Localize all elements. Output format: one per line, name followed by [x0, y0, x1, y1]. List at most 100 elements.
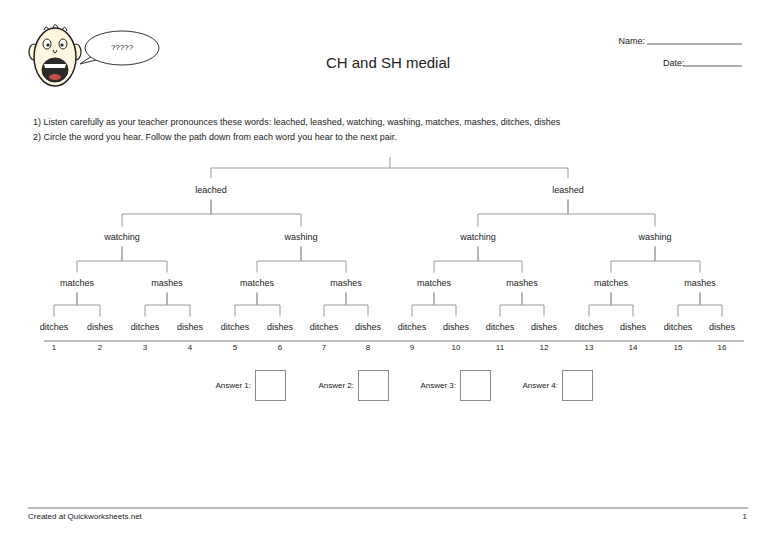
- tree-branch: [678, 293, 700, 317]
- answer-label: Answer 1:: [215, 382, 251, 390]
- answer-box: Answer 2:: [358, 370, 389, 401]
- word-choice: dishes: [177, 323, 203, 332]
- date-underline: [683, 66, 742, 67]
- face-nose: [53, 50, 57, 53]
- path-number: 3: [143, 344, 147, 352]
- word-text: dishes: [355, 323, 381, 332]
- path-number: 4: [188, 344, 192, 352]
- word-choice: watching: [460, 233, 496, 242]
- tree-branch: [478, 200, 568, 227]
- word-text: matches: [594, 279, 628, 288]
- tree-branch: [257, 247, 301, 273]
- word-text: washing: [284, 233, 317, 242]
- path-number: 8: [366, 344, 370, 352]
- footer-rule: [28, 508, 748, 509]
- face-mouth: [42, 58, 68, 82]
- tree-branch: [434, 247, 478, 273]
- path-number: 7: [322, 344, 326, 352]
- path-number: 16: [718, 344, 727, 352]
- word-text: dishes: [177, 323, 203, 332]
- word-text: matches: [240, 279, 274, 288]
- word-text: ditches: [398, 323, 427, 332]
- tree-branch: [167, 293, 190, 317]
- word-text: washing: [638, 233, 671, 242]
- cartoon-face: [29, 25, 81, 87]
- word-choice: dishes: [355, 323, 381, 332]
- word-text: mashes: [684, 279, 716, 288]
- tree-branch: [611, 247, 655, 273]
- path-number: 14: [629, 344, 638, 352]
- tree-branch: [54, 293, 77, 317]
- path-number: 11: [496, 344, 504, 352]
- word-choice: mashes: [151, 279, 183, 288]
- footer-credit: Created at Quickworksheets.net: [28, 513, 142, 521]
- word-choice: mashes: [330, 279, 362, 288]
- word-choice: ditches: [221, 323, 250, 332]
- word-text: ditches: [486, 323, 515, 332]
- word-choice: ditches: [575, 323, 604, 332]
- word-text: matches: [417, 279, 451, 288]
- tree-branch: [412, 293, 434, 317]
- bubble-text: ?????: [111, 44, 133, 52]
- face-teeth: [44, 64, 66, 68]
- path-number: 2: [98, 344, 102, 352]
- tree-root-bracket: [211, 157, 568, 178]
- word-text: watching: [460, 233, 496, 242]
- tree-branch: [500, 293, 522, 317]
- word-text: dishes: [267, 323, 293, 332]
- word-choice: washing: [284, 233, 317, 242]
- tree-branch: [145, 293, 167, 317]
- word-choice: matches: [594, 279, 628, 288]
- tree-branch: [77, 247, 122, 273]
- word-choice: dishes: [267, 323, 293, 332]
- word-text: leached: [195, 186, 227, 195]
- path-number: 5: [233, 344, 237, 352]
- number-rule: [44, 341, 744, 342]
- word-choice: dishes: [709, 323, 735, 332]
- path-number: 15: [674, 344, 683, 352]
- tree-branch: [257, 293, 280, 317]
- path-number: 6: [278, 344, 282, 352]
- word-choice: washing: [638, 233, 671, 242]
- tree-branch: [122, 200, 211, 227]
- word-choice: leashed: [552, 186, 584, 195]
- word-text: dishes: [531, 323, 557, 332]
- word-text: mashes: [151, 279, 183, 288]
- tree-branch: [568, 200, 655, 227]
- tree-branch: [77, 293, 100, 317]
- tree-branch: [522, 293, 544, 317]
- tree-branch: [324, 293, 346, 317]
- tree-branch: [235, 293, 257, 317]
- face-pupil: [46, 43, 49, 46]
- word-text: watching: [104, 233, 140, 242]
- path-number: 9: [410, 344, 414, 352]
- word-text: ditches: [310, 323, 339, 332]
- name-underline: [647, 44, 742, 45]
- answer-box: Answer 4:: [562, 370, 593, 401]
- tree-branch: [611, 293, 633, 317]
- face-eye: [43, 39, 51, 49]
- word-choice: matches: [240, 279, 274, 288]
- tree-branch: [700, 293, 722, 317]
- path-number: 1: [52, 344, 56, 352]
- bubble-ellipse: [85, 31, 159, 65]
- word-text: leashed: [552, 186, 584, 195]
- tree-branch: [346, 293, 368, 317]
- face-head: [34, 28, 76, 86]
- answer-label: Answer 3:: [420, 382, 456, 390]
- word-text: ditches: [575, 323, 604, 332]
- word-choice: dishes: [620, 323, 646, 332]
- answer-box: Answer 1:: [255, 370, 286, 401]
- word-text: ditches: [131, 323, 160, 332]
- word-text: ditches: [40, 323, 69, 332]
- path-number: 12: [540, 344, 549, 352]
- answer-box: Answer 3:: [460, 370, 491, 401]
- word-choice: watching: [104, 233, 140, 242]
- speech-bubble: ?????: [84, 30, 160, 66]
- tree-branch: [122, 247, 167, 273]
- word-choice: matches: [60, 279, 94, 288]
- word-text: matches: [60, 279, 94, 288]
- tree-branch: [655, 247, 700, 273]
- word-choice: mashes: [506, 279, 538, 288]
